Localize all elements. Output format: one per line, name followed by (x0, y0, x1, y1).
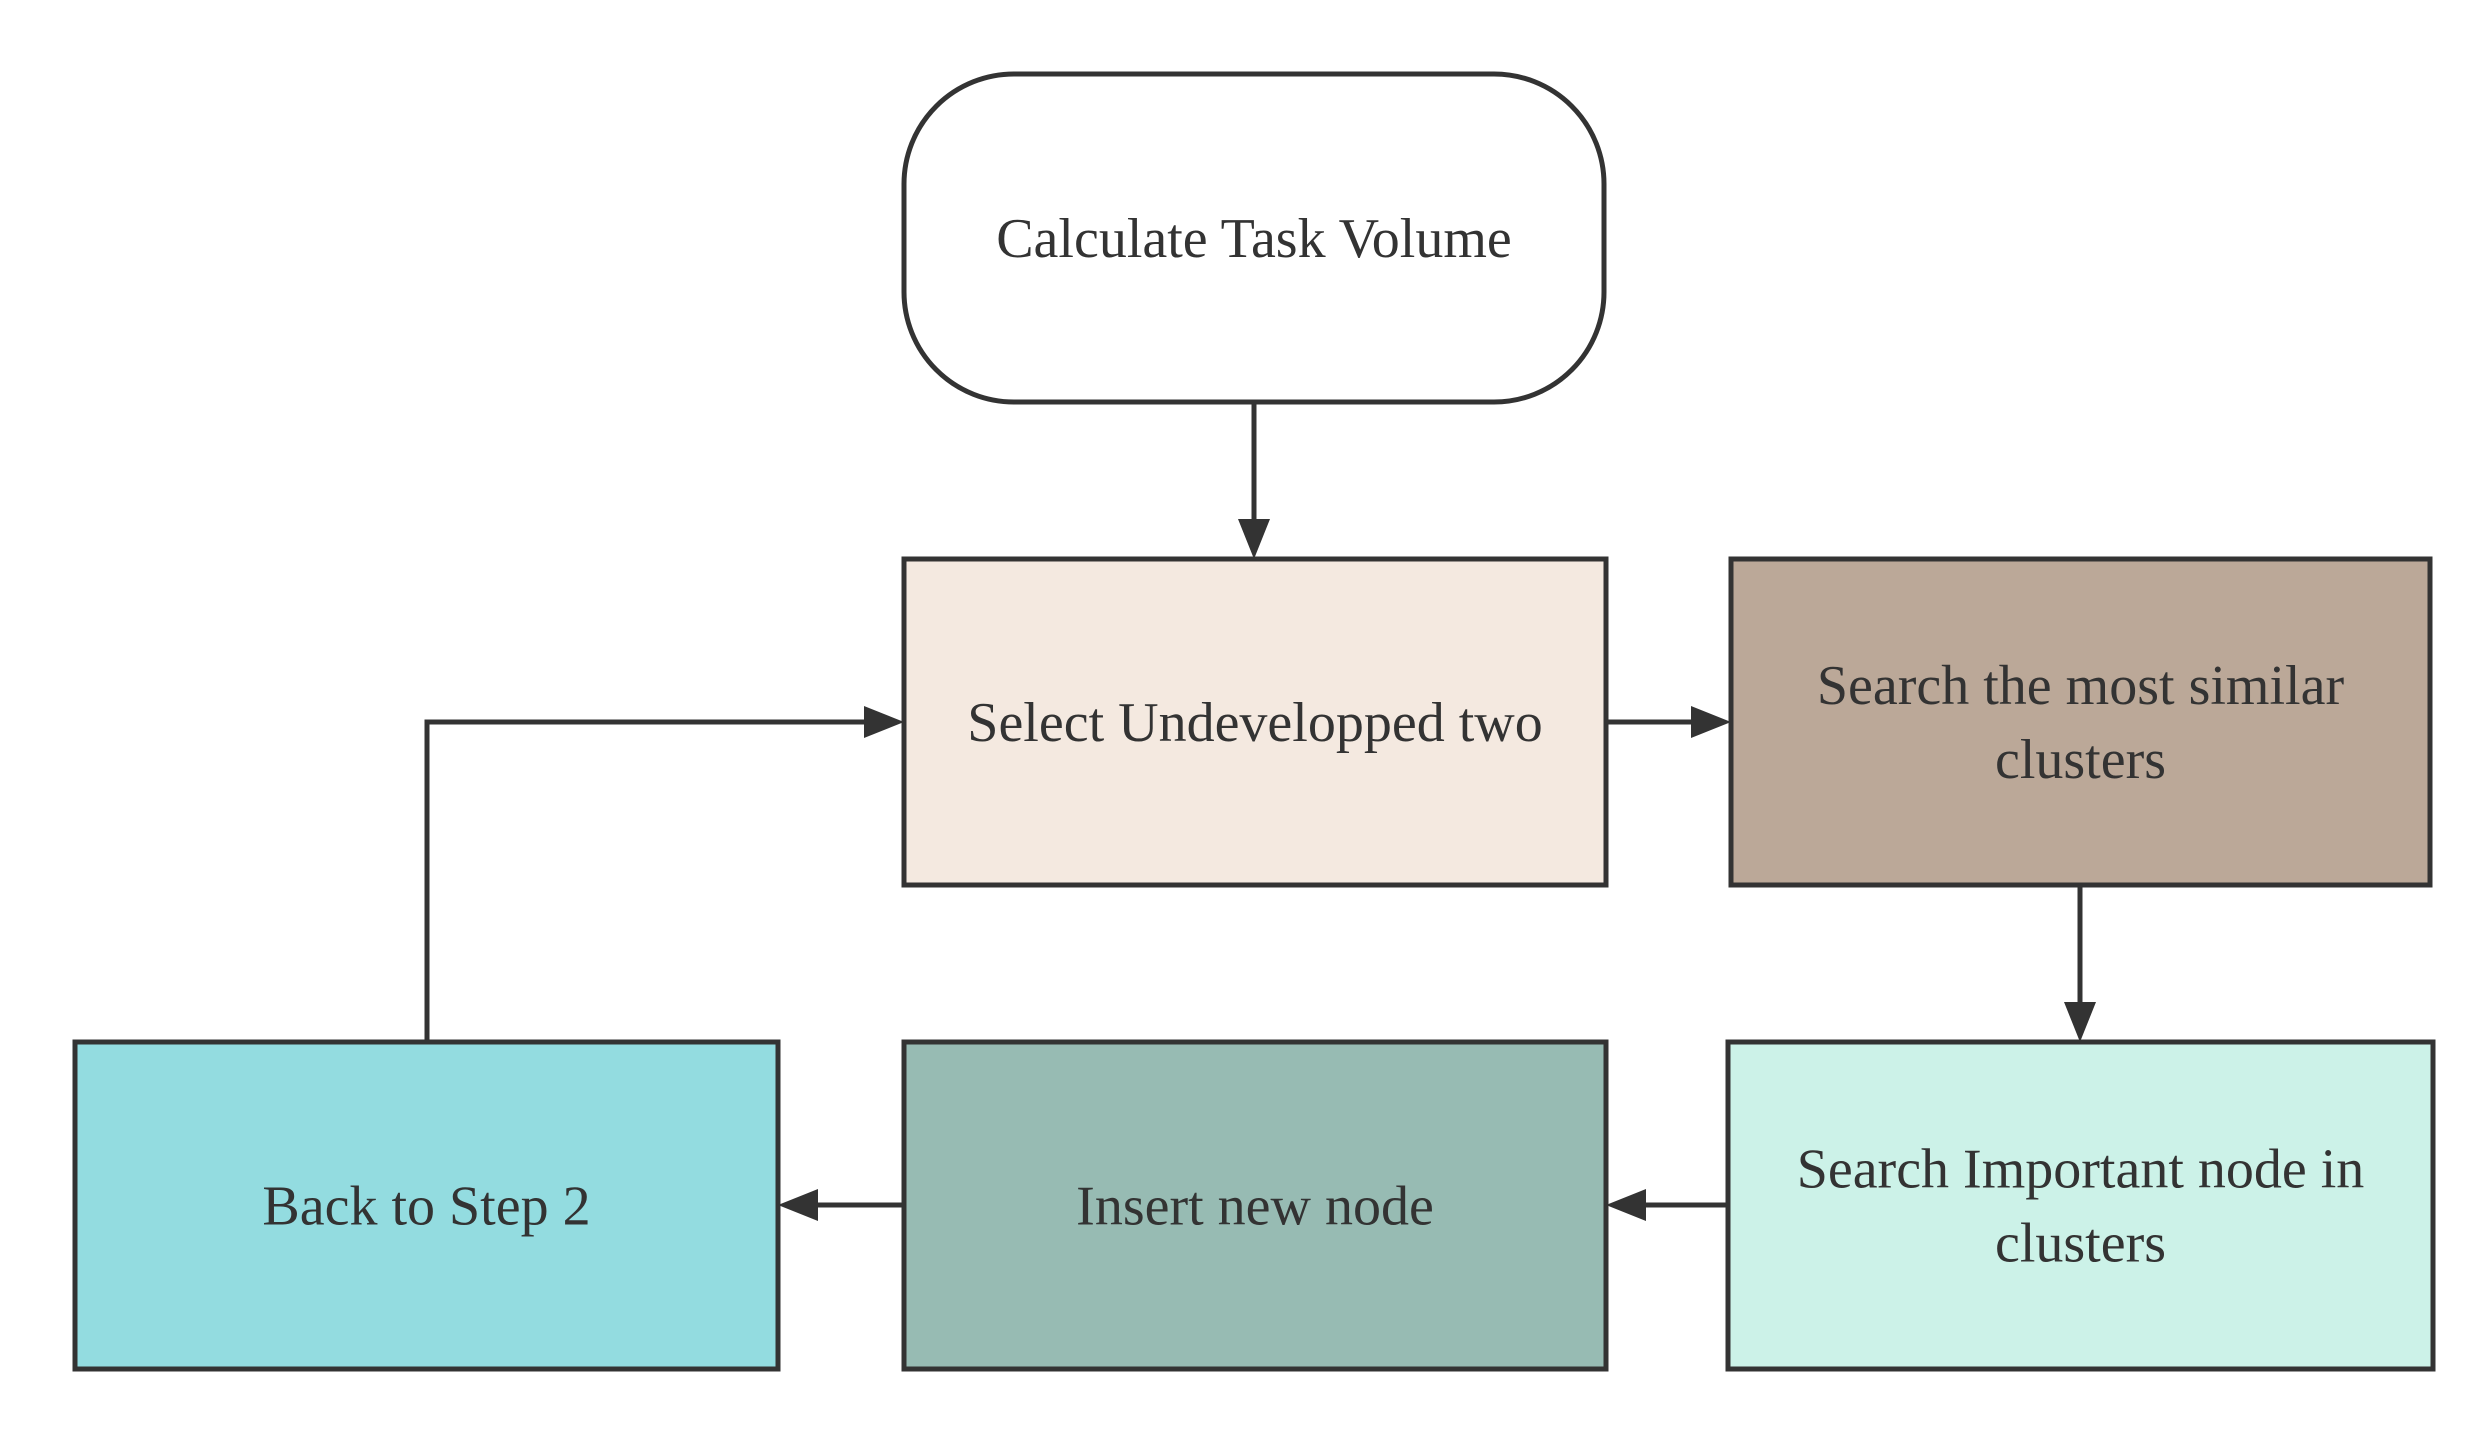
node-calculate[interactable]: Calculate Task Volume (901, 71, 1607, 405)
node-label: Calculate Task Volume (996, 208, 1512, 270)
edge-select-to-search_clusters (1606, 706, 1731, 738)
node-insert[interactable]: Insert new node (901, 1039, 1609, 1372)
node-label: Select Undevelopped two (967, 692, 1542, 754)
node-label: clusters (1995, 1213, 2166, 1275)
node-search-clusters[interactable]: Search the most similar clusters (1728, 556, 2433, 888)
edge-insert-to-back (778, 1189, 904, 1221)
process-box (1725, 1039, 2436, 1372)
arrowhead (778, 1189, 818, 1221)
process-box (901, 1039, 1609, 1372)
process-box (1728, 556, 2433, 888)
node-label: Search the most similar (1817, 655, 2345, 717)
terminal-shape (901, 71, 1607, 405)
arrowhead (2064, 1002, 2096, 1042)
arrowhead (1606, 1189, 1646, 1221)
arrowhead (864, 706, 904, 738)
arrowhead (1238, 519, 1270, 559)
node-label: clusters (1995, 729, 2166, 791)
node-select[interactable]: Select Undevelopped two (901, 556, 1609, 888)
node-label: Insert new node (1076, 1176, 1434, 1238)
edge-back-to-select (424, 706, 904, 1042)
node-label: Back to Step 2 (262, 1176, 590, 1238)
arrowhead (1691, 706, 1731, 738)
node-label: Search Important node in (1797, 1139, 2365, 1201)
process-box (72, 1039, 781, 1372)
edge-line (424, 719, 866, 1042)
edge-search_node-to-insert (1606, 1189, 1728, 1221)
node-back[interactable]: Back to Step 2 (72, 1039, 781, 1372)
edge-calculate-to-select (1238, 402, 1270, 559)
edge-search_clusters-to-search_node (2064, 885, 2096, 1042)
process-box (901, 556, 1609, 888)
node-search-node[interactable]: Search Important node in clusters (1725, 1039, 2436, 1372)
edges-layer (424, 402, 2096, 1221)
